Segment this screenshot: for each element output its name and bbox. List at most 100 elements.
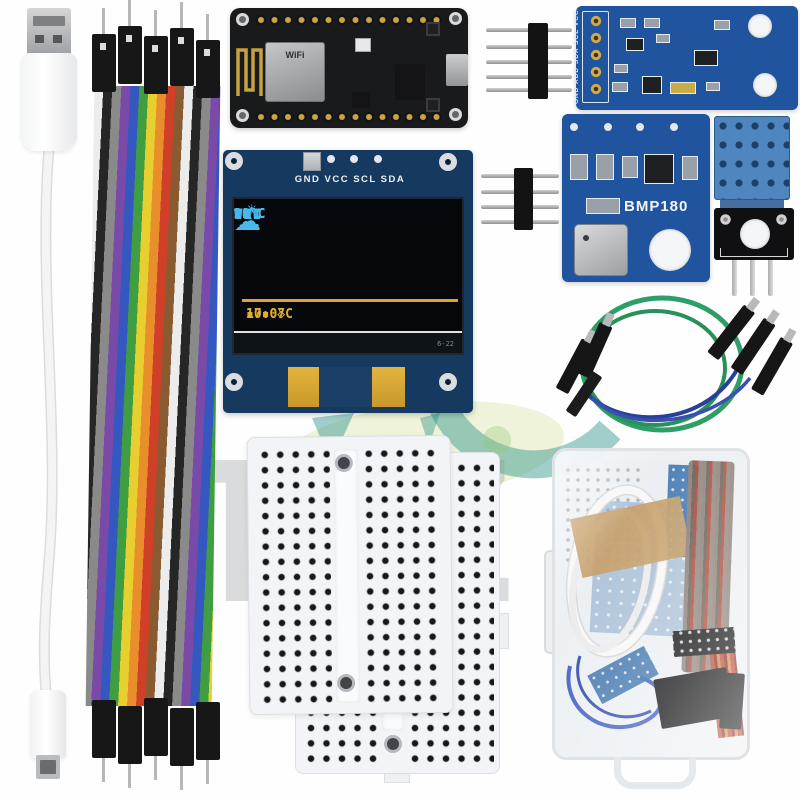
micro-usb-port — [446, 54, 468, 86]
header-pin — [128, 764, 131, 788]
sun-icon: ☀ — [246, 203, 258, 218]
breadboard-holes — [361, 446, 445, 705]
forecast-day: THU — [234, 207, 263, 223]
mounting-hole — [748, 14, 772, 38]
smd-component — [670, 82, 696, 94]
pin-hole — [350, 155, 358, 163]
smd-component — [656, 34, 670, 43]
antenna-icon — [236, 48, 263, 96]
pin-row — [254, 110, 444, 123]
breadboard-bottom-tab — [384, 773, 410, 783]
header-pin — [206, 760, 209, 784]
box-handle — [614, 757, 696, 789]
pin-hole-strip — [582, 11, 609, 103]
sensor-ic — [694, 50, 718, 66]
smd-component — [614, 64, 628, 73]
smd-component — [626, 38, 644, 51]
oled-screen: WED ☀☁ 28°C THU ☀☁ 20°C FRI ☀☁ — [232, 197, 464, 355]
micro-usb-body — [30, 690, 66, 758]
wifi-shield-label: WiFi — [285, 50, 305, 60]
pin-labels: GND ADD SDA SCL VCC — [573, 9, 580, 104]
pin-hole — [590, 49, 602, 61]
header-pin — [102, 758, 105, 782]
flash-button — [426, 22, 440, 36]
dht11-module — [706, 116, 798, 296]
usb-slot — [35, 35, 44, 43]
mounting-hole — [449, 108, 462, 121]
header-pin — [102, 8, 105, 34]
oled-display-module: GND VCC SCL SDA WED ☀☁ 28°C THU ☀☁ 20°C — [223, 150, 473, 413]
pin-hole — [590, 32, 602, 44]
screw-icon — [776, 214, 787, 225]
mini-breadboard-front — [246, 434, 454, 716]
forecast-temp: 20°C — [234, 207, 266, 222]
reset-button — [426, 98, 440, 112]
smd-component — [612, 82, 628, 92]
forecast-temp: 21°C — [234, 207, 266, 222]
usb-cable-icon — [38, 147, 58, 693]
mounting-hole — [337, 673, 356, 693]
breadboard-side-tab — [499, 613, 509, 649]
usb-a-plug-icon — [27, 8, 71, 56]
pin-hole — [327, 155, 335, 163]
flex-ribbon-band — [319, 367, 372, 407]
pin-hole — [374, 155, 382, 163]
mounting-hole — [236, 13, 249, 26]
sensor-dot — [583, 235, 589, 241]
smd-component — [586, 198, 620, 214]
bmp180-sensor-icon — [574, 224, 628, 276]
usb-contact — [33, 16, 65, 26]
header-pin — [154, 10, 157, 36]
mounting-hole — [225, 152, 243, 170]
breadboard-holes — [257, 447, 333, 706]
dupont-connector — [170, 708, 194, 790]
header-pin — [768, 260, 773, 296]
sun-icon: ☀ — [246, 203, 258, 218]
smd-component — [714, 20, 730, 30]
box-gloss — [555, 451, 747, 757]
pin-hole — [636, 123, 644, 131]
connector-window — [152, 45, 158, 52]
dupont-connector — [92, 8, 116, 92]
rainbow-jumper-ribbon — [85, 86, 221, 706]
silkscreen-bracket — [720, 248, 788, 257]
smd-component — [642, 76, 662, 94]
dupont-connector — [144, 698, 168, 780]
oled-pin-labels: GND VCC SCL SDA — [294, 174, 406, 185]
smd-component — [620, 18, 636, 28]
pin-header-4p — [478, 166, 564, 232]
dht11-pcb — [714, 208, 794, 260]
mounting-hole — [649, 229, 691, 271]
pin-row — [254, 13, 444, 26]
header-pin — [180, 2, 183, 28]
mounting-hole — [225, 373, 243, 391]
mounting-hole — [439, 373, 457, 391]
flex-ribbon — [288, 367, 405, 407]
bmp180-module: BMP180 — [562, 114, 710, 282]
smd-component — [644, 154, 674, 184]
micro-usb-plug-icon — [36, 755, 60, 779]
forecast-temp: 28°C — [234, 207, 266, 222]
screw-icon — [720, 214, 731, 225]
dupont-connector — [118, 706, 142, 788]
dht11-sensor-icon — [714, 116, 790, 200]
smd-component — [706, 82, 720, 91]
header-pin — [180, 766, 183, 790]
pin-hole — [590, 83, 602, 95]
pin-hole — [590, 15, 602, 27]
clock-text: 10:07 — [246, 307, 286, 322]
cloud-icon: ☁ — [234, 206, 261, 237]
pin-header-5p — [482, 20, 574, 104]
smd-component — [682, 156, 698, 180]
connector-window — [100, 43, 106, 50]
smd-component — [644, 18, 660, 28]
dupont-connector — [118, 0, 142, 84]
light-sensor-module: GND ADD SDA SCL VCC — [573, 6, 798, 110]
mounting-hole — [236, 109, 249, 122]
mounting-hole — [449, 12, 462, 25]
cloud-icon: ☁ — [234, 206, 261, 237]
green-jumper-wires — [556, 295, 797, 433]
cloud-icon: ☁ — [234, 206, 261, 237]
indoor-temp-text: 17.0°C — [246, 307, 293, 322]
